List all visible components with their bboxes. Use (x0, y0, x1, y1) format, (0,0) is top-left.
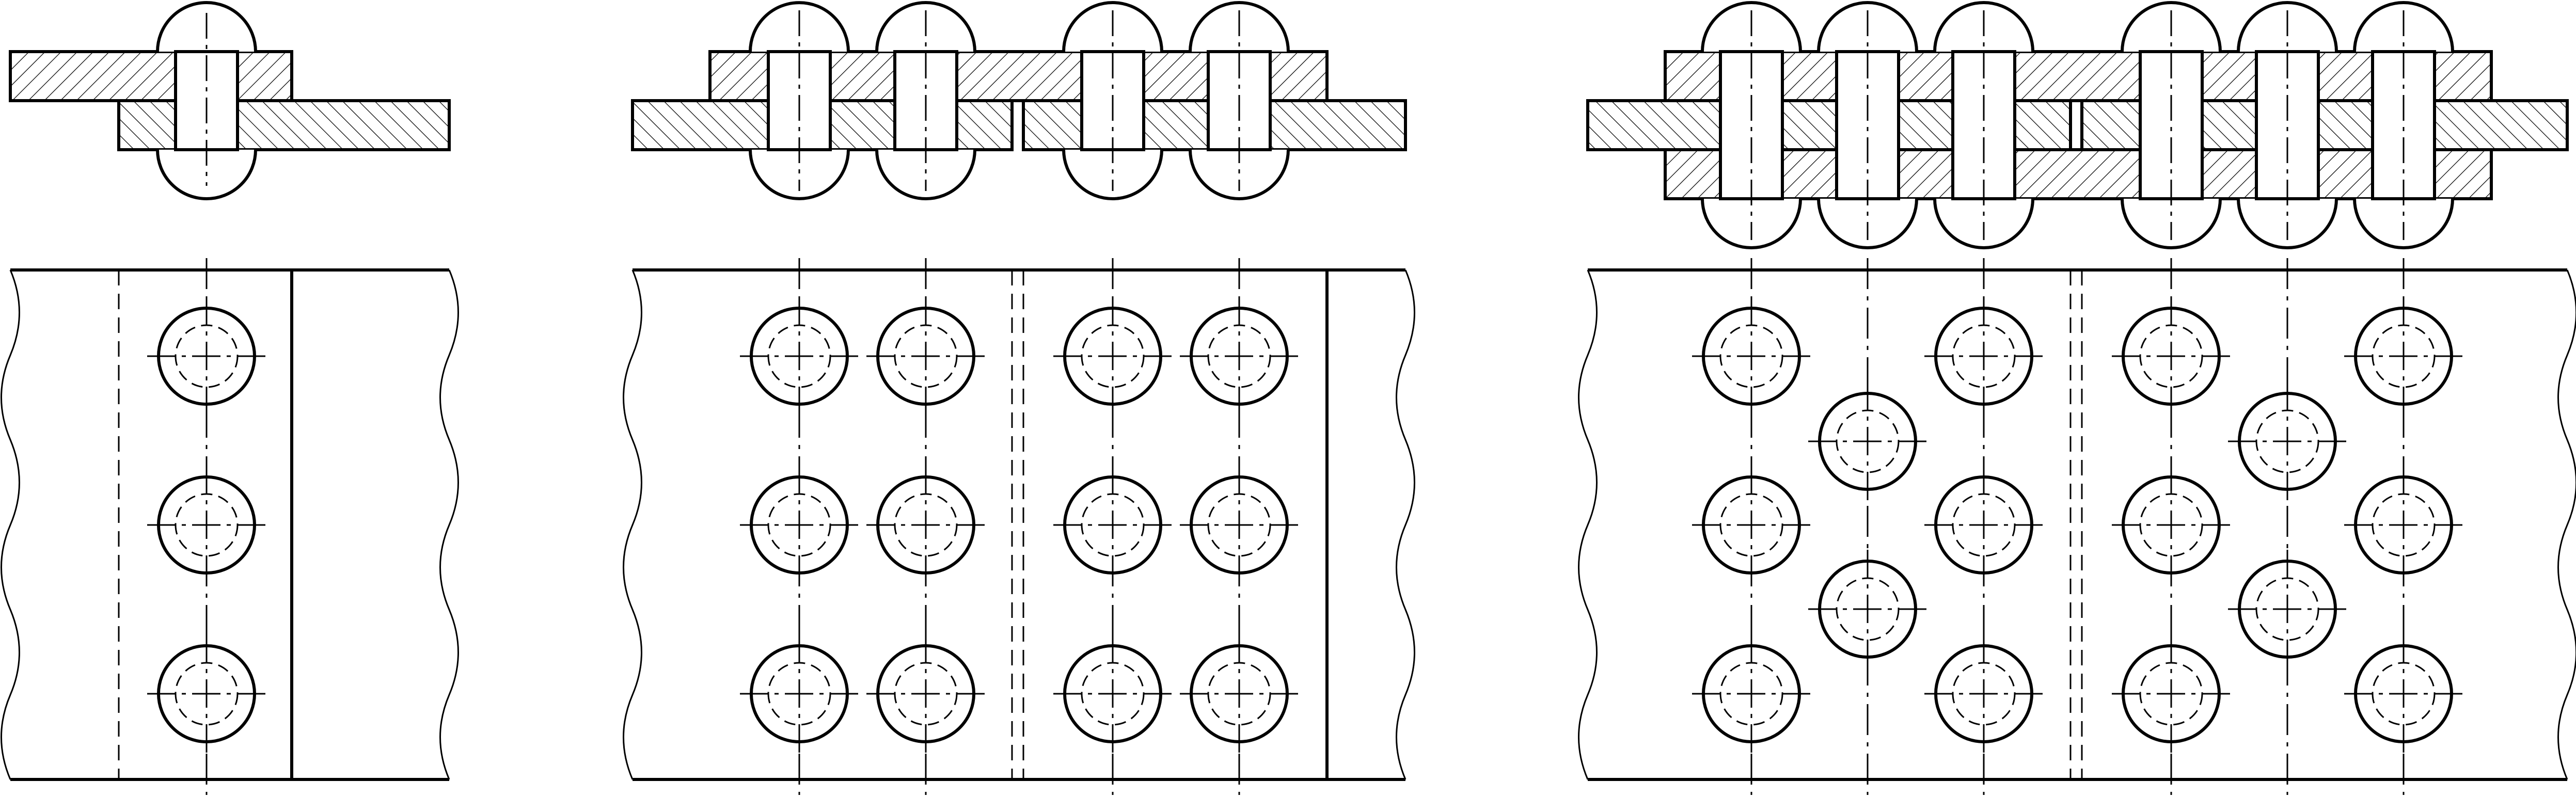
joint-3-section-rivets (1701, 1, 2454, 249)
joint-2-section-rivet-4 (1189, 1, 1290, 200)
joint-3-rivet-6 (1924, 634, 2043, 753)
joint-3-rivet-12 (2344, 634, 2463, 753)
joint-3-section-view (1586, 1, 2569, 249)
joint-3-bottom-strap (1664, 148, 2493, 200)
joint-1-break-line-left (1, 269, 20, 780)
rivet-head-bottom (1189, 149, 1290, 200)
joint-2-break-line-right (1396, 269, 1415, 780)
joint-1-rivets (147, 297, 266, 753)
joint-3-top-strap (1664, 50, 2493, 102)
joint-3-rivet-2 (1692, 466, 1811, 584)
joint-3-rivet-15 (2228, 382, 2347, 501)
joint-2-section-rivet-1 (749, 1, 850, 200)
joint-2-rivet-3 (740, 634, 859, 753)
joint-2-rivet-12 (1180, 634, 1299, 753)
joint-3-rivet-1 (1692, 297, 1811, 416)
joint-3-rivet-13 (1808, 382, 1927, 501)
joint-2-section-rivet-2 (875, 1, 976, 200)
joint-2-rivet-6 (866, 634, 985, 753)
joint-3-section-rivet-2 (1817, 1, 1918, 249)
joint-2-plan-view (623, 258, 1415, 795)
joint-3-rivet-8 (2112, 466, 2231, 584)
joint-3-rivet-9 (2112, 634, 2231, 753)
joint-2-break-line-left (623, 269, 642, 780)
rivet-head-bottom (749, 149, 850, 200)
joint-2-rivet-8 (1053, 466, 1172, 584)
joint-2-rivet-2 (740, 466, 859, 584)
joint-3-rivet-4 (1924, 297, 2043, 416)
joint-3-rivet-10 (2344, 297, 2463, 416)
joint-1-lap-joint (1, 1, 459, 795)
joint-3-rivet-3 (1692, 634, 1811, 753)
joint-3-rivet-5 (1924, 466, 2043, 584)
rivet-head-bottom (1062, 149, 1163, 200)
joint-3-rivet-11 (2344, 466, 2463, 584)
joint-3-section-rivet-5 (2237, 1, 2338, 249)
joint-1-rivet-1 (147, 297, 266, 416)
joint-3-section-rivet-6 (2353, 1, 2454, 249)
joint-3-rivet-14 (1808, 550, 1927, 668)
joint-2-rivet-4 (866, 297, 985, 416)
joint-3-section-rivet-3 (1933, 1, 2034, 249)
joint-3-rivet-16 (2228, 550, 2347, 668)
joint-1-rivet-3 (147, 634, 266, 753)
joint-2-section-view (631, 1, 1407, 200)
joint-2-plan-rivets (740, 258, 1299, 795)
joint-3-section-rivet-1 (1701, 1, 1802, 249)
joint-3-rivet-7 (2112, 297, 2231, 416)
joint-1-plan-view (1, 258, 459, 795)
joint-3-butt-joint-double-strap (1578, 1, 2576, 795)
joint-2-rivet-10 (1180, 297, 1299, 416)
joint-2-section-rivet-3 (1062, 1, 1163, 200)
joint-1-upper-plate (9, 50, 293, 102)
joint-2-rivet-9 (1053, 634, 1172, 753)
joint-3-plan-rivets (1692, 258, 2463, 795)
joint-1-rivet-2 (147, 466, 266, 584)
joint-2-rivet-7 (1053, 297, 1172, 416)
joint-3-break-line-right (2557, 269, 2576, 780)
joint-2-rivet-5 (866, 466, 985, 584)
joint-3-break-line-left (1578, 269, 1598, 780)
joint-2-rivet-1 (740, 297, 859, 416)
joint-3-section-rivet-4 (2121, 1, 2222, 249)
joint-1-lower-plate (117, 99, 451, 151)
joint-2-section-rivets (749, 1, 1290, 200)
joint-2-rivet-11 (1180, 466, 1299, 584)
joint-3-plan-view (1578, 258, 2576, 795)
joint-2-butt-joint-single-strap (623, 1, 1415, 795)
joint-1-section-view (9, 1, 451, 200)
joint-1-break-line-right (439, 269, 459, 780)
rivet-head-bottom (875, 149, 976, 200)
